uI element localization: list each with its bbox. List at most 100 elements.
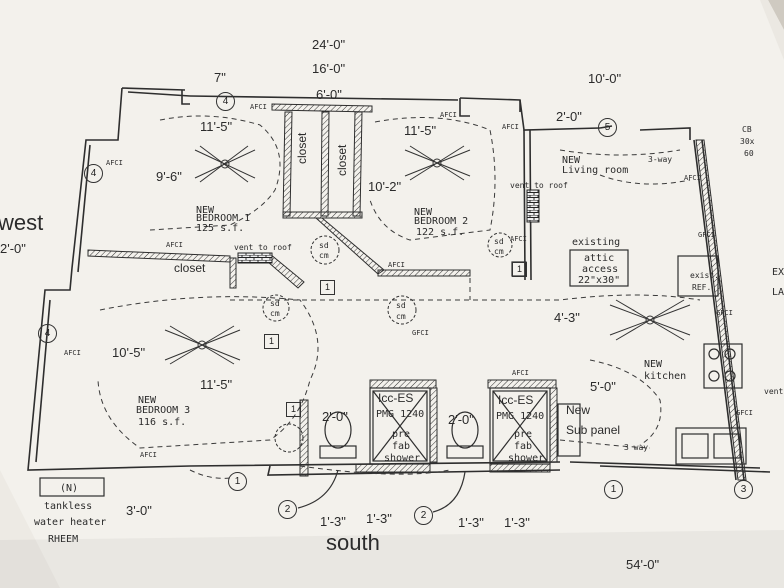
br3-new: NEW (138, 395, 157, 406)
shower-2-box (489, 387, 551, 465)
cm-1: cm (319, 251, 329, 260)
shower2-name: shower (508, 453, 545, 464)
dim-b2: 1'-3" (366, 511, 392, 526)
cm-4: cm (494, 247, 504, 256)
box-1-a: 1 (320, 280, 335, 295)
shower2-pre: pre (514, 429, 533, 440)
cb-2: 30x (740, 137, 755, 146)
label-ext2: LA (772, 287, 784, 298)
dim-left-edge: 2'-0" (0, 241, 26, 256)
dim-top-inner: 16'-0" (312, 61, 346, 76)
shower2-code: Icc-ES (498, 393, 534, 407)
kitchen-sink (675, 427, 747, 465)
toilet-1 (324, 411, 352, 449)
top-wall (189, 95, 601, 131)
br1-new: NEW (196, 205, 215, 216)
br3-area: 116 s.f. (138, 417, 187, 428)
sd-1: sd (319, 241, 329, 250)
living-name: Living room (562, 165, 629, 176)
water-2: water heater (34, 517, 107, 528)
afci-9: AFCI (140, 451, 157, 459)
dim-hall: 4'-3" (554, 310, 580, 325)
shower-1-box (369, 387, 431, 465)
sd-2: sd (270, 299, 280, 308)
sd-3: sd (396, 301, 406, 310)
gfci-1: GFCI (698, 231, 715, 239)
gfci-4: GFCI (736, 409, 753, 417)
shower2-pmg: PMG 1240 (496, 411, 545, 422)
vent-roof-2: vent to roof (510, 181, 568, 190)
ceiling-fan-living (609, 299, 691, 341)
afci-1: AFCI (106, 159, 123, 167)
toilet-2 (451, 411, 479, 449)
living-new: NEW (562, 155, 581, 166)
br1-name: BEDROOM 1 (196, 213, 251, 224)
callout-4-lower: 4 (38, 324, 57, 343)
dim-br1-width: 11'-5" (200, 119, 233, 134)
ref-2: REF. (692, 283, 712, 292)
ref-1: exist. (690, 271, 719, 280)
closet-wall-1 (271, 103, 373, 113)
box-1-b: 1 (264, 334, 279, 349)
dim-kitchen: 5'-0" (590, 379, 616, 394)
dim-br2-width: 11'-5" (404, 123, 437, 138)
label-west: west (0, 210, 44, 235)
br1-area: 125 s.f. (196, 223, 245, 234)
dim-br3-width: 11'-5" (200, 377, 233, 392)
afci-6: AFCI (388, 261, 405, 269)
attic-3: access (582, 264, 619, 275)
callout-3: 3 (734, 480, 753, 499)
label-south: south (326, 530, 380, 555)
closet-3: closet (174, 261, 206, 275)
attic-4: 22"x30" (578, 275, 621, 286)
dim-top-6ft: 6'-0" (316, 87, 342, 102)
cm-3: cm (396, 312, 406, 321)
water-1: tankless (44, 501, 93, 512)
sub-new: New (566, 403, 591, 417)
kitchen-name: kitchen (644, 371, 687, 382)
callout-2-a: 2 (278, 500, 297, 519)
vent-roof-1: vent to roof (234, 243, 292, 252)
cb-1: CB (742, 125, 752, 134)
sub-panel-box (557, 403, 581, 457)
callout-4-top: 4 (216, 92, 235, 111)
kitchen-new: NEW (644, 359, 663, 370)
dim-br2-depth: 10'-2" (368, 179, 402, 194)
three-way-1: 3-way (648, 155, 673, 164)
dim-b1: 1'-3" (320, 514, 346, 529)
dim-br1-depth: 9'-6" (156, 169, 182, 184)
callout-4-left: 4 (84, 164, 103, 183)
afci-7: AFCI (510, 235, 527, 243)
br3-name: BEDROOM 3 (136, 405, 191, 416)
shower1-pmg: PMG 1240 (376, 409, 425, 420)
cm-2: cm (270, 309, 280, 318)
br2-name: BEDROOM 2 (414, 216, 469, 227)
dim-top-right-10ft: 10'-0" (588, 71, 622, 86)
cb-3: 60 (744, 149, 754, 158)
dim-br3-depth: 10'-5" (112, 345, 146, 360)
attic-1: existing (572, 237, 621, 248)
three-way-2: 3 way (624, 443, 649, 452)
label-vent-right: vent (764, 387, 784, 396)
dim-overall-width: 24'-0" (312, 37, 346, 52)
label-ext: EXT (772, 267, 784, 278)
attic-2: attic (584, 253, 615, 264)
dim-overall-length: 54'-0" (626, 557, 660, 572)
sd-4: sd (494, 237, 504, 246)
shower1-name: shower (384, 453, 421, 464)
ceiling-fan-br3 (164, 325, 241, 365)
br2-area: 122 s.f. (416, 227, 465, 238)
callout-2-b: 2 (414, 506, 433, 525)
closet-1: closet (295, 132, 309, 164)
water-n: (N) (60, 483, 79, 494)
dim-top-right-2ft: 2'-0" (556, 109, 582, 124)
dim-b4: 1'-3" (504, 515, 530, 530)
closet-2: closet (335, 144, 349, 176)
gfci-2: GFCI (412, 329, 429, 337)
afci-4: AFCI (502, 123, 519, 131)
dim-seven: 7" (214, 70, 226, 85)
callout-1-b: 1 (604, 480, 623, 499)
dim-bottom-left: 3'-0" (126, 503, 152, 518)
